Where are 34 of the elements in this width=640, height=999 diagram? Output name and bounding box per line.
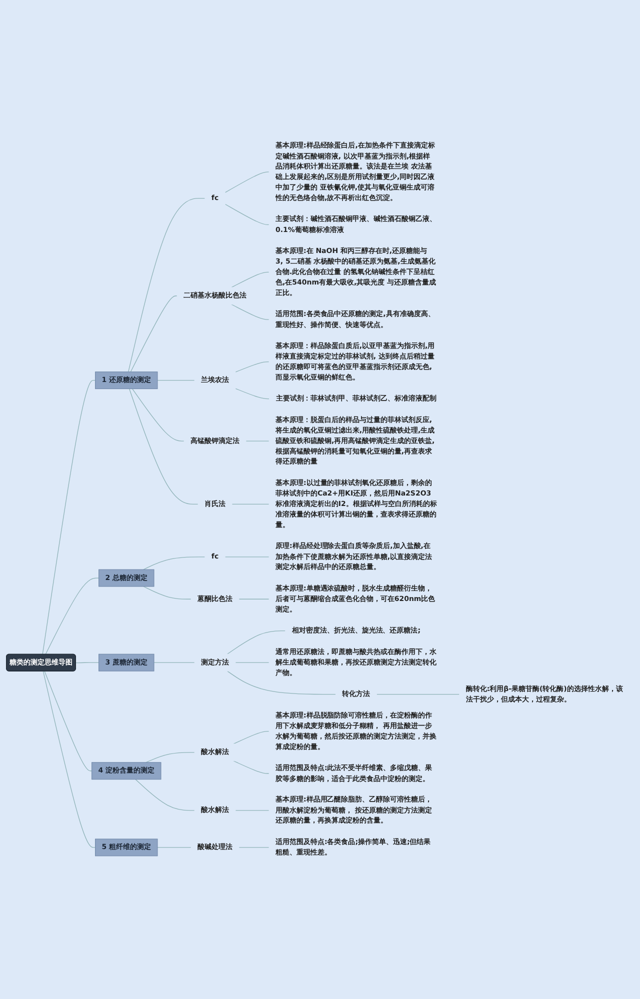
connector [128, 388, 198, 505]
connector [42, 671, 96, 848]
connector [224, 204, 270, 226]
connector [235, 388, 270, 400]
connector [42, 380, 96, 655]
connector [233, 731, 270, 745]
connector [135, 779, 195, 812]
connector [376, 694, 460, 695]
connector [235, 810, 270, 812]
connector [143, 586, 192, 600]
connector [231, 272, 270, 288]
connector [157, 380, 195, 381]
connector [157, 847, 192, 848]
connector [224, 556, 270, 558]
connector [130, 296, 178, 372]
connector [128, 198, 206, 372]
connector [224, 172, 270, 194]
connector [44, 671, 92, 772]
connector [238, 599, 270, 600]
connector [146, 752, 195, 763]
connector [226, 671, 336, 695]
connector [226, 630, 286, 655]
connector [232, 504, 270, 505]
connector [233, 760, 270, 774]
connector [143, 556, 206, 570]
connector [76, 662, 100, 664]
connector [45, 578, 100, 655]
connector [238, 847, 270, 848]
connector [235, 662, 270, 664]
connector [235, 362, 270, 373]
connector [154, 662, 195, 664]
connector [132, 388, 184, 442]
connector [246, 440, 270, 442]
connector [231, 304, 270, 320]
